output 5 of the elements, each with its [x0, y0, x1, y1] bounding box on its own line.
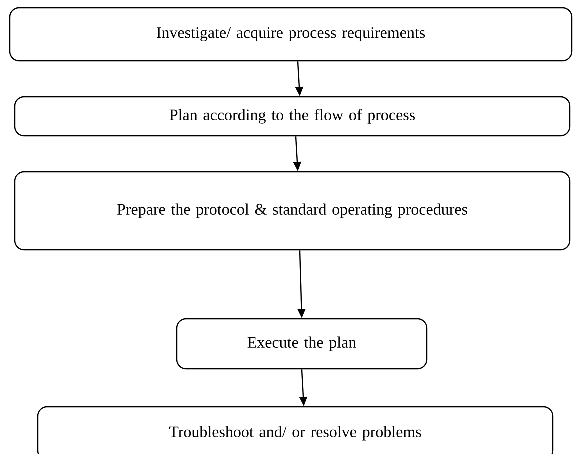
process-box: Prepare the protocol & standard operating procedures [14, 171, 571, 251]
process-box: Troubleshoot and/ or resolve problems [37, 406, 554, 454]
process-box: Plan according to the flow of process [14, 96, 571, 137]
process-box: Investigate/ acquire process requirements [9, 7, 573, 62]
process-box: Execute the plan [176, 318, 428, 370]
